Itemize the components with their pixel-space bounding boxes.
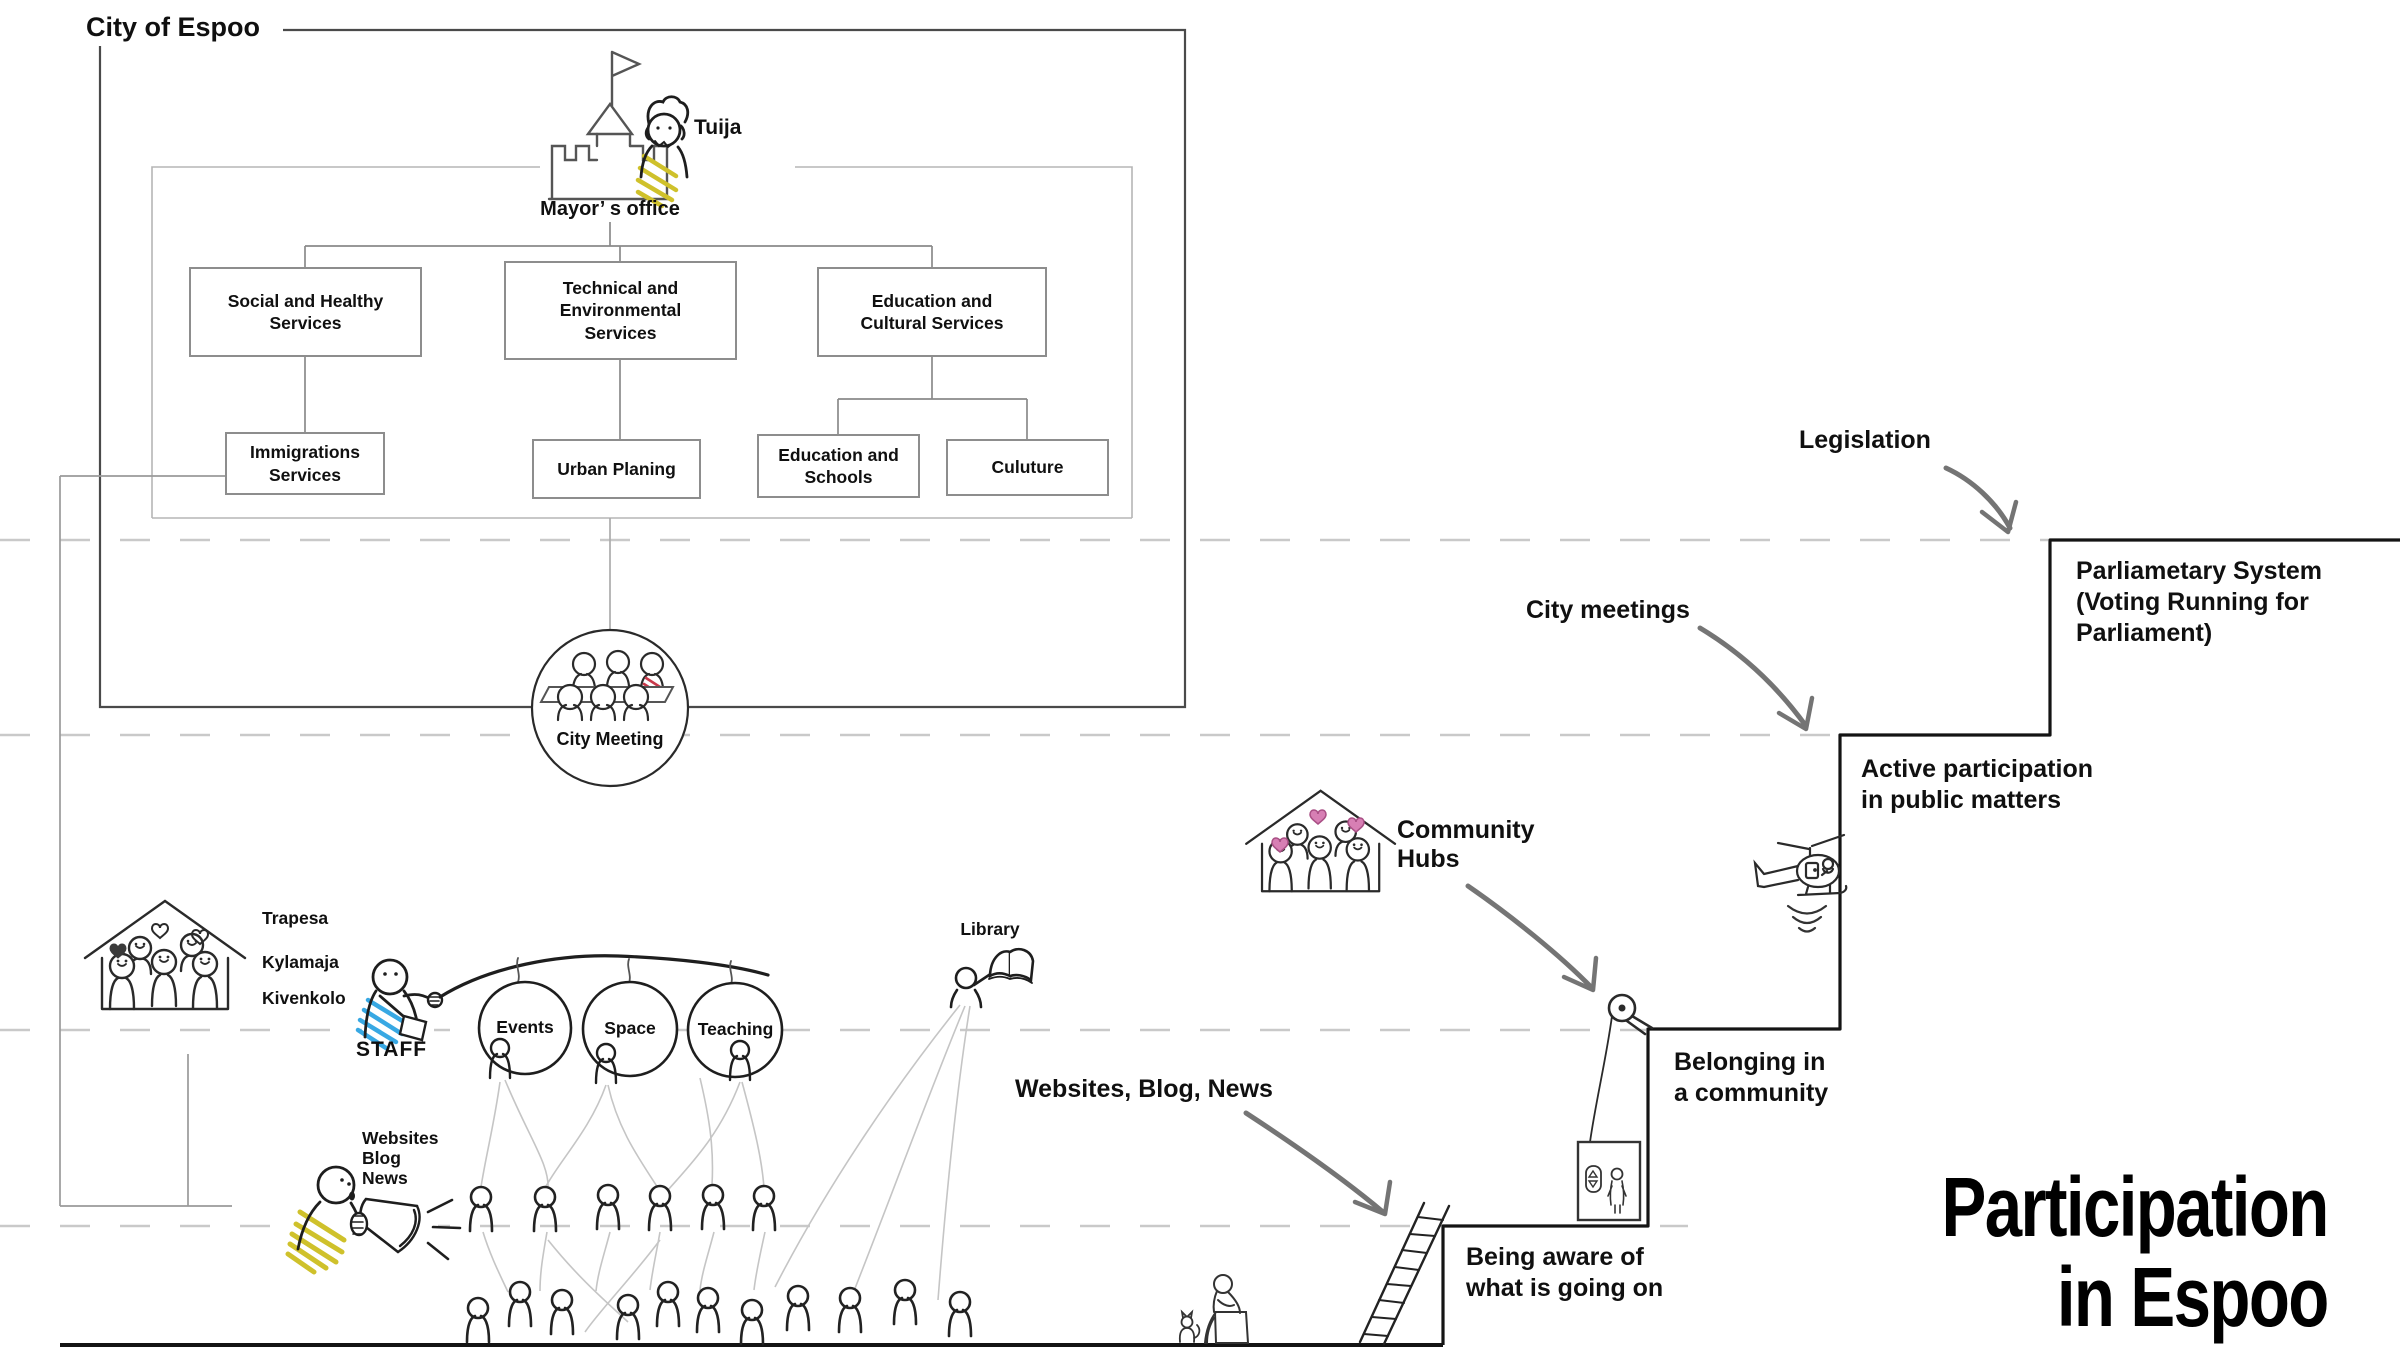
staff-figure: [355, 958, 444, 1051]
bench-person-icon: [1204, 1274, 1250, 1344]
trapesa-house-icon: [83, 899, 247, 1011]
subdept-immigrations: Immigrations Services: [225, 432, 385, 495]
community-hubs-label: Community Hubs: [1397, 816, 1535, 873]
balloon-space-label: Space: [604, 1018, 656, 1038]
megaphone-figure: [285, 1165, 462, 1275]
city-meeting-label: City Meeting: [556, 729, 664, 749]
page-title-line2: in Espoo: [2057, 1250, 2330, 1344]
staircase: [60, 538, 2400, 1347]
megaphone-icon: [349, 1197, 462, 1261]
arrow-websites: [1243, 1110, 1393, 1217]
org-chart-lines: [59, 28, 1187, 1207]
arrow-community-hubs: [1465, 883, 1599, 993]
tuija-figure: [635, 95, 690, 209]
community-hubs-icon: [1245, 789, 1397, 893]
dept-social-healthy: Social and Healthy Services: [189, 267, 422, 357]
arrow-legislation: [1943, 465, 2019, 535]
legislation-label: Legislation: [1799, 426, 1931, 454]
mayor-office-label: Mayor’ s office: [540, 198, 680, 220]
subdept-culuture: Culuture: [946, 439, 1109, 496]
level-lines: [0, 538, 2048, 1228]
arrows: [1243, 465, 2019, 1217]
elevator-icon: [1576, 1140, 1642, 1222]
ladder-icon: [1358, 1201, 1451, 1346]
step-aware-label: Being aware of what is going on: [1466, 1243, 1664, 1302]
cat-icon: [1178, 1309, 1201, 1343]
city-meeting-icon: [530, 628, 690, 788]
castle-icon: [547, 50, 672, 201]
balloons: [438, 954, 784, 1085]
arrow-city-meetings: [1697, 625, 1815, 732]
pulley-icon: [1589, 993, 1654, 1143]
connector-curves: [480, 1004, 971, 1333]
balloon-teaching-label: Teaching: [697, 1019, 774, 1039]
org-title: City of Espoo: [86, 12, 260, 42]
step-parliament-label: Parliametary System (Voting Running for …: [2076, 557, 2322, 647]
balloon-events-label: Events: [496, 1017, 554, 1037]
house-name-trapesa: Trapesa: [262, 908, 329, 928]
step-belonging-label: Belonging in a community: [1674, 1048, 1829, 1107]
subdept-urban-planing: Urban Planing: [532, 439, 701, 499]
library-figure: [949, 948, 1035, 1009]
city-meetings-label: City meetings: [1526, 596, 1690, 624]
helicopter-icon: [1753, 833, 1848, 897]
websites-blog-news-label: Websites, Blog, News: [1015, 1075, 1273, 1103]
staff-label: STAFF: [356, 1038, 428, 1061]
subdept-education-schools: Education and Schools: [757, 434, 920, 498]
house-name-kivenkolo: Kivenkolo: [262, 988, 346, 1008]
page-title: Participation in Espoo: [1941, 1160, 2330, 1344]
step-active-participation-label: Active participation in public matters: [1861, 755, 2093, 814]
mayor-person-label: Tuija: [694, 116, 742, 139]
library-label: Library: [960, 919, 1020, 939]
dept-education-cultural: Education and Cultural Services: [817, 267, 1047, 357]
house-name-kylamaja: Kylamaja: [262, 952, 339, 972]
page-title-line1: Participation: [1941, 1160, 2330, 1254]
broadcast-channels-label: Websites Blog News: [362, 1128, 439, 1188]
signal-waves-icon: [1786, 904, 1828, 933]
dept-technical-environmental: Technical and Environmental Services: [504, 261, 737, 360]
